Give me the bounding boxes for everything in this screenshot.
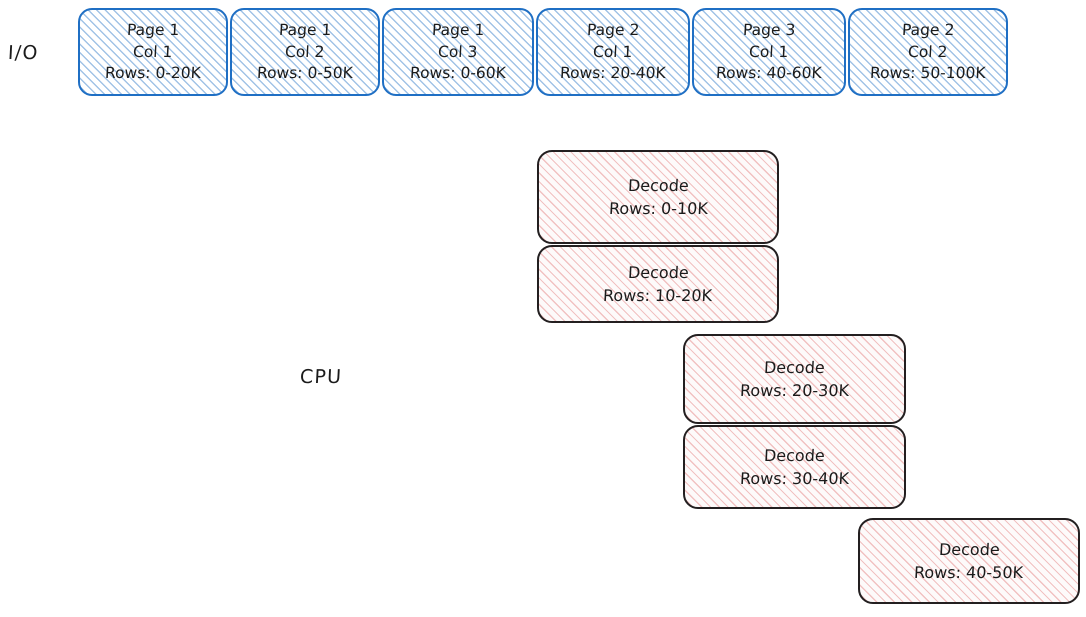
io-node-rows: Rows: 50-100K — [869, 64, 987, 83]
io-node-col: Col 1 — [748, 42, 790, 61]
io-node-rows: Rows: 0-50K — [256, 64, 354, 83]
cpu-decode-rows: Rows: 10-20K — [602, 285, 714, 305]
cpu-decode-rows: Rows: 40-50K — [913, 562, 1025, 582]
lane-label-cpu: CPU — [299, 366, 343, 388]
io-node-page: Page 1 — [126, 21, 180, 40]
io-node[interactable]: Page 2 Col 2 Rows: 50-100K — [848, 8, 1008, 96]
io-node-col: Col 1 — [132, 42, 174, 61]
cpu-decode-op: Decode — [627, 263, 689, 283]
io-node-page: Page 2 — [586, 21, 640, 40]
cpu-decode-op: Decode — [763, 358, 826, 378]
cpu-decode-node[interactable]: Decode Rows: 10-20K — [537, 245, 779, 323]
cpu-decode-op: Decode — [763, 446, 826, 466]
cpu-decode-node[interactable]: Decode Rows: 0-10K — [537, 150, 779, 244]
cpu-decode-node[interactable]: Decode Rows: 30-40K — [683, 425, 906, 509]
io-node[interactable]: Page 2 Col 1 Rows: 20-40K — [536, 8, 690, 96]
io-node[interactable]: Page 1 Col 3 Rows: 0-60K — [382, 8, 534, 96]
io-node[interactable]: Page 1 Col 2 Rows: 0-50K — [230, 8, 380, 96]
io-node-rows: Rows: 0-20K — [104, 64, 202, 83]
io-node-col: Col 2 — [284, 42, 326, 61]
io-node-rows: Rows: 20-40K — [559, 64, 667, 83]
cpu-decode-node[interactable]: Decode Rows: 20-30K — [683, 334, 906, 424]
io-node-page: Page 2 — [901, 21, 955, 40]
cpu-decode-op: Decode — [938, 540, 1000, 560]
io-node-col: Col 1 — [592, 42, 634, 61]
cpu-decode-rows: Rows: 0-10K — [608, 198, 708, 218]
io-node[interactable]: Page 3 Col 1 Rows: 40-60K — [692, 8, 846, 96]
cpu-decode-rows: Rows: 30-40K — [739, 468, 850, 488]
cpu-decode-rows: Rows: 20-30K — [739, 380, 850, 400]
cpu-decode-op: Decode — [627, 176, 689, 196]
io-node-page: Page 3 — [742, 21, 796, 40]
lane-label-io: I/O — [7, 42, 40, 64]
io-node-rows: Rows: 40-60K — [715, 64, 823, 83]
io-node-col: Col 2 — [907, 42, 949, 61]
cpu-decode-node[interactable]: Decode Rows: 40-50K — [858, 518, 1080, 604]
io-node-rows: Rows: 0-60K — [409, 64, 507, 83]
io-node-col: Col 3 — [437, 42, 479, 61]
io-node[interactable]: Page 1 Col 1 Rows: 0-20K — [78, 8, 228, 96]
io-node-page: Page 1 — [431, 21, 485, 40]
io-node-page: Page 1 — [278, 21, 332, 40]
